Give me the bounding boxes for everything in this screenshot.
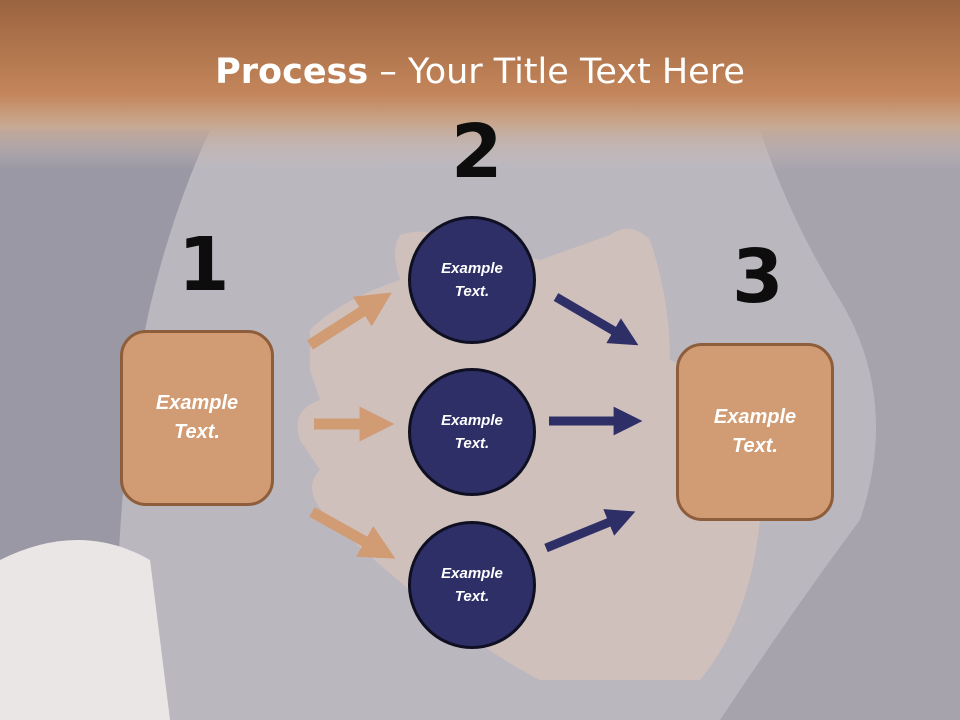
step-2-circle-2-text: Example Text. bbox=[441, 412, 503, 452]
arrow-1-to-2c bbox=[309, 507, 396, 559]
step-3-box: Example Text. bbox=[676, 343, 834, 521]
step-2-circle-3: Example Text. bbox=[408, 521, 536, 649]
title-bold: Process bbox=[215, 52, 369, 92]
title-rest: – Your Title Text Here bbox=[368, 52, 745, 92]
step-2-circle-2: Example Text. bbox=[408, 368, 536, 496]
step-3-text: Example Text. bbox=[713, 406, 797, 457]
step-2-circle-1: Example Text. bbox=[408, 216, 536, 344]
arrow-2c-to-3 bbox=[544, 509, 636, 553]
step-1-box: Example Text. bbox=[120, 330, 274, 506]
step-2-number: 2 bbox=[451, 109, 503, 195]
step-2-circle-3-text: Example Text. bbox=[441, 565, 503, 605]
step-1-text: Example Text. bbox=[155, 392, 239, 443]
arrow-1-to-2a bbox=[307, 292, 392, 350]
step-1-number: 1 bbox=[178, 222, 230, 308]
arrow-2a-to-3 bbox=[553, 293, 639, 346]
step-2-circle-1-text: Example Text. bbox=[441, 260, 503, 300]
step-3-number: 3 bbox=[732, 234, 784, 320]
slide-title: Process – Your Title Text Here bbox=[0, 52, 960, 92]
